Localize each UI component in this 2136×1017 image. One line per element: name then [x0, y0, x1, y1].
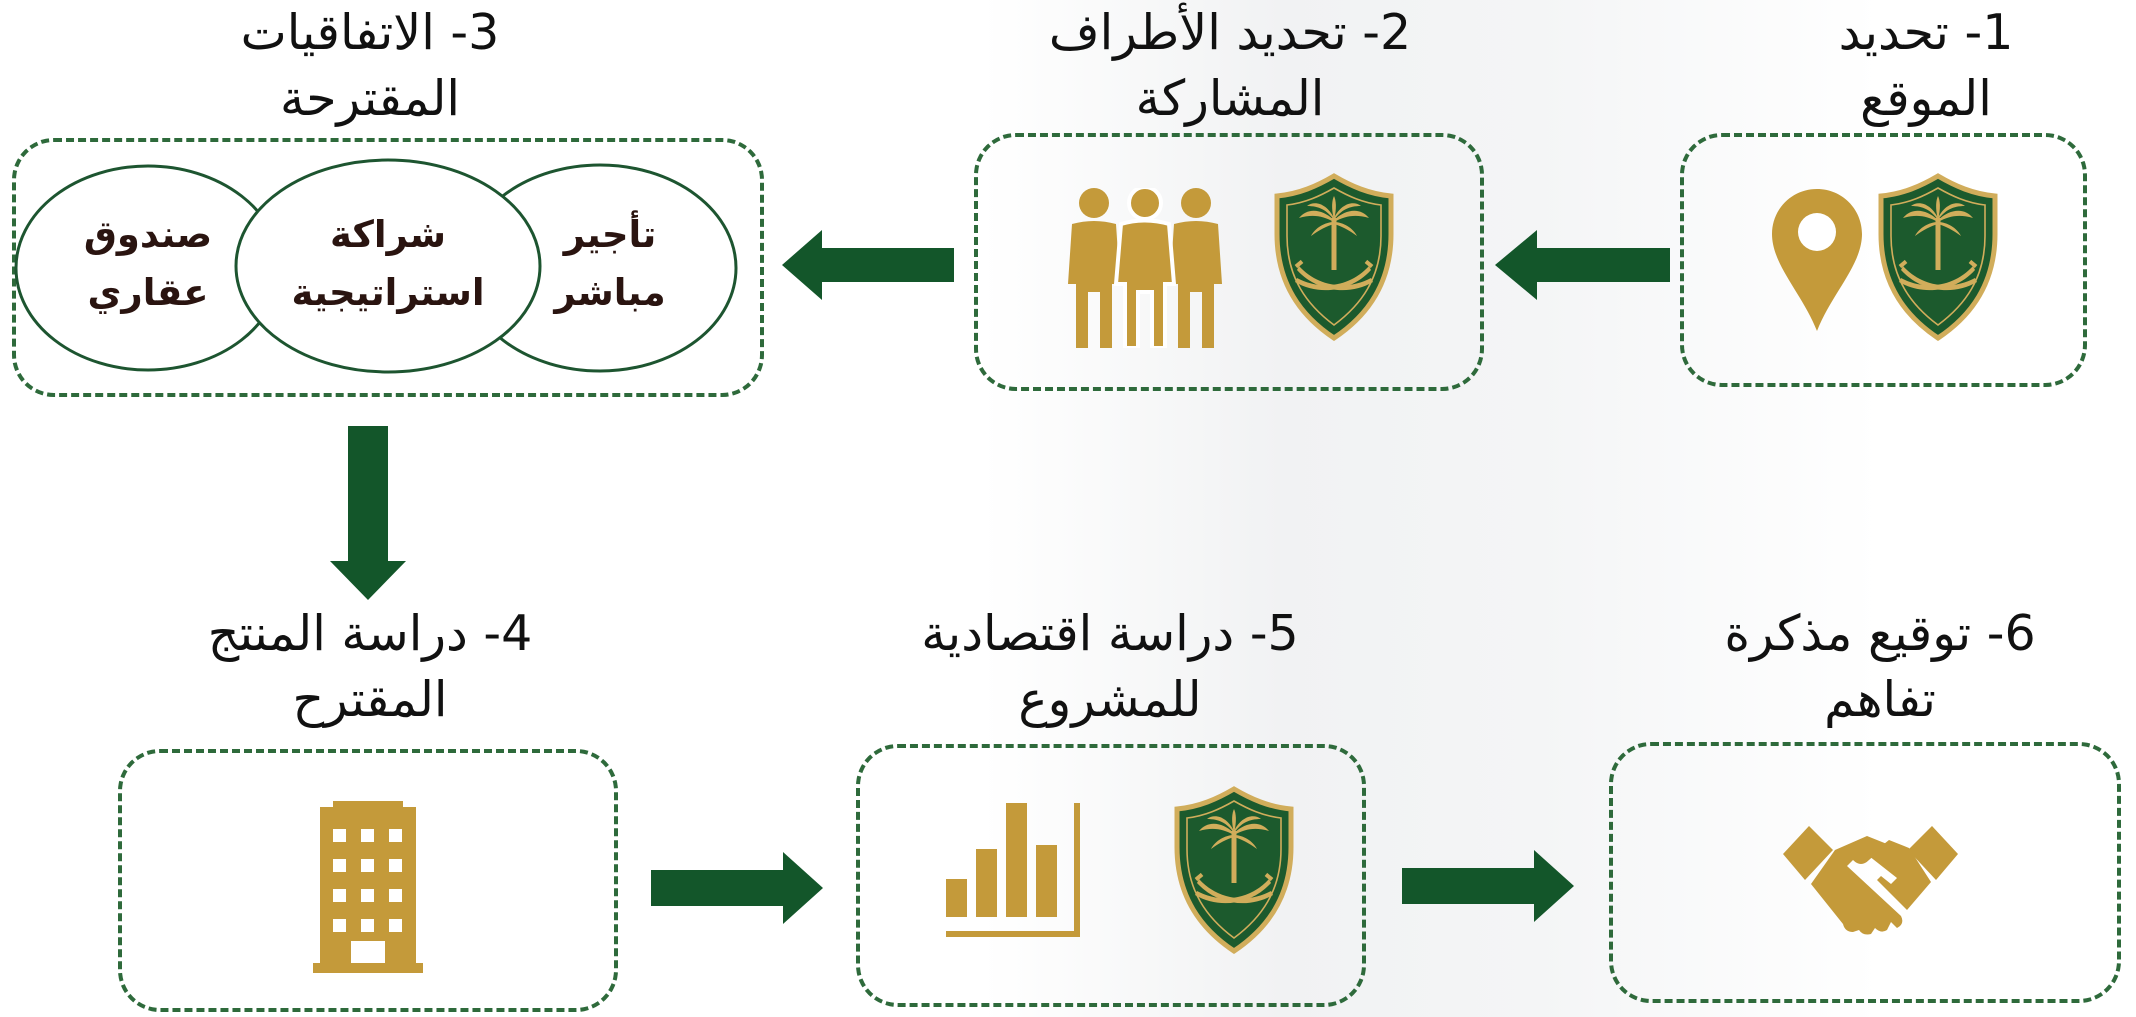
step-5-title: 5- دراسة اقتصادية للمشروع: [890, 601, 1330, 733]
arrow-5-to-6: [1402, 850, 1574, 922]
step-6-box: [1609, 742, 2121, 1003]
agreement-strategic-partnership: شراكة استراتيجية: [268, 206, 508, 322]
step-5-title-line1: 5- دراسة اقتصادية: [921, 605, 1299, 662]
step-4-title-line1: 4- دراسة المنتج: [207, 605, 533, 662]
step-3-title-line1: 3- الاتفاقيات: [240, 4, 500, 61]
arrow-2-to-3: [782, 230, 954, 300]
step-4-title: 4- دراسة المنتج المقترح: [180, 601, 560, 733]
step-3-title-line2: المقترحة: [279, 70, 461, 127]
step-6-title-line1: 6- توقيع مذكرة: [1724, 605, 2036, 662]
agreement-real-estate-fund-line1: صندوق: [83, 213, 213, 256]
location-pin-icon: [1772, 189, 1862, 331]
agreement-direct-lease-line2: مباشر: [554, 271, 666, 314]
saudi-emblem-icon: [1873, 172, 2003, 342]
step-1-title: 1- تحديد الموقع: [1766, 0, 2086, 132]
step-2-title: 2- تحديد الأطراف المشاركة: [1020, 0, 1440, 132]
step-4-box: [118, 749, 618, 1012]
step-4-title-line2: المقترح: [292, 671, 448, 728]
step-5-title-line2: للمشروع: [1018, 671, 1202, 728]
step-1-title-line1: 1- تحديد: [1838, 4, 2014, 61]
step-2-title-line2: المشاركة: [1135, 70, 1325, 127]
step-1-box: [1680, 133, 2087, 387]
agreement-strategic-partnership-line1: شراكة: [329, 213, 447, 256]
people-icon: [1068, 188, 1222, 348]
building-icon: [313, 801, 423, 973]
agreement-direct-lease-line1: تأجير: [563, 213, 657, 256]
step-3-box: [12, 138, 764, 397]
agreement-real-estate-fund-line2: عقاري: [87, 271, 209, 314]
handshake-icon: [1783, 826, 1958, 935]
step-1-title-line2: الموقع: [1860, 70, 1992, 127]
arrow-4-to-5: [651, 852, 823, 924]
arrow-3-to-4: [330, 426, 406, 600]
arrow-1-to-2: [1495, 230, 1670, 300]
step-2-box: [974, 133, 1484, 391]
saudi-emblem-icon: [1169, 785, 1299, 955]
saudi-emblem-icon: [1269, 172, 1399, 342]
step-5-box: [856, 744, 1366, 1007]
step-3-title: 3- الاتفاقيات المقترحة: [210, 0, 530, 132]
step-6-title: 6- توقيع مذكرة تفاهم: [1680, 601, 2080, 733]
agreement-real-estate-fund: صندوق عقاري: [58, 206, 238, 322]
agreement-direct-lease: تأجير مباشر: [520, 206, 700, 322]
bar-chart-icon: [946, 803, 1080, 937]
step-6-title-line2: تفاهم: [1824, 671, 1936, 728]
agreement-strategic-partnership-line2: استراتيجية: [291, 271, 485, 314]
step-2-title-line1: 2- تحديد الأطراف: [1048, 4, 1412, 61]
